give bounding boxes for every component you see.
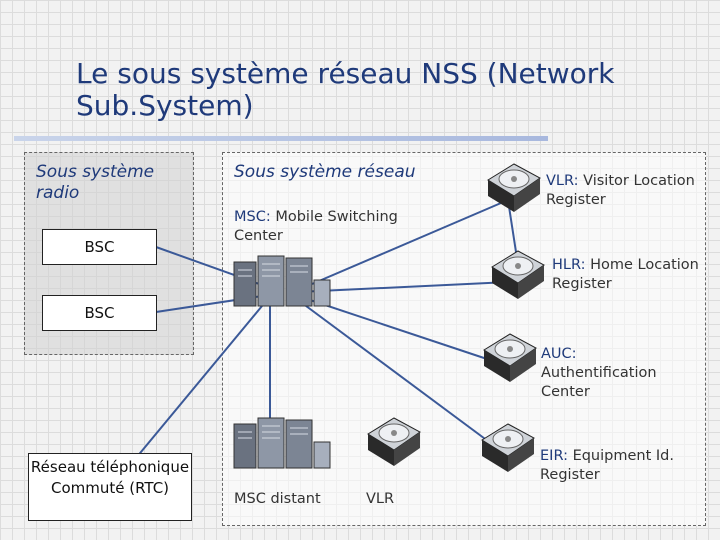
hlr-abbr: HLR:: [552, 257, 586, 273]
msc-abbr: MSC:: [234, 209, 271, 225]
auc-label: AUC: Authentification Center: [541, 345, 691, 402]
hard-disk-icon: [491, 250, 545, 299]
hard-disk-icon: [483, 333, 537, 382]
rtc-box: Réseau téléphonique Commuté (RTC): [28, 453, 192, 521]
server-rack-icon: [233, 417, 331, 469]
server-rack-icon: [233, 255, 331, 307]
line-msc-eir: [297, 299, 501, 451]
line-msc-auc: [297, 295, 506, 366]
network-subsystem-heading: Sous système réseau: [234, 162, 416, 182]
eir-abbr: EIR:: [540, 448, 568, 464]
eir-label: EIR: Equipment Id. Register: [540, 447, 704, 485]
bsc-box-1: BSC: [42, 229, 157, 265]
radio-subsystem-heading: Sous système radio: [36, 162, 155, 203]
hard-disk-icon: [481, 423, 535, 472]
eir-desc: Equipment Id. Register: [540, 448, 674, 483]
vlr-abbr: VLR:: [546, 173, 579, 189]
line-msc-hlr: [297, 281, 511, 293]
auc-abbr: AUC:: [541, 346, 577, 362]
hlr-desc: Home Location Register: [552, 257, 699, 292]
slide-title: Le sous système réseau NSS (Network Sub.…: [76, 57, 615, 122]
hard-disk-icon: [487, 163, 541, 212]
msc-distant-label: MSC distant: [234, 491, 321, 507]
msc-desc: Mobile Switching Center: [234, 209, 398, 244]
auc-desc: Authentification Center: [541, 365, 657, 400]
line-rtc-msc: [135, 305, 263, 459]
vlr-distant-label: VLR: [366, 491, 395, 507]
vlr-label: VLR: Visitor Location Register: [546, 172, 706, 210]
msc-label: MSC: Mobile Switching Center: [234, 208, 434, 246]
vlr-desc: Visitor Location Register: [546, 173, 695, 208]
hlr-label: HLR: Home Location Register: [552, 256, 712, 294]
hard-disk-icon: [367, 417, 421, 466]
line-msc-vlr: [297, 199, 509, 291]
title-underline: [14, 136, 548, 141]
bsc-box-2: BSC: [42, 295, 157, 331]
